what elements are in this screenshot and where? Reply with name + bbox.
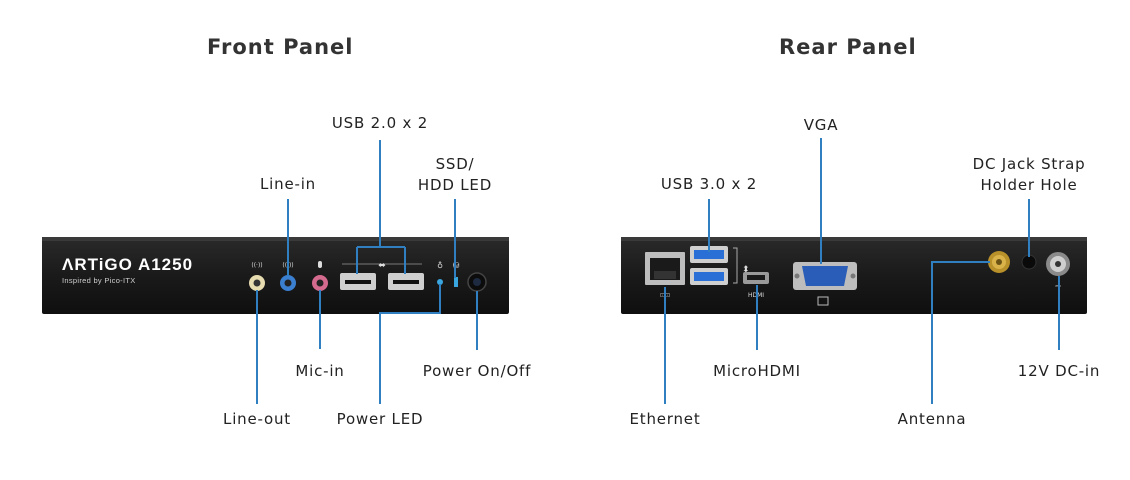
- label-dc-strap-line2: Holder Hole: [980, 176, 1078, 194]
- ssd-hdd-led: ⛁: [453, 261, 460, 287]
- svg-text:♁: ♁: [437, 261, 443, 270]
- svg-text:⛁: ⛁: [453, 261, 460, 270]
- brand-logo: ΛRTiGO A1250: [62, 255, 194, 274]
- front-panel-title: Front Panel: [207, 35, 354, 59]
- label-microhdmi: MicroHDMI: [713, 362, 801, 380]
- rear-panel-title: Rear Panel: [779, 35, 917, 59]
- antenna-connector: [988, 251, 1010, 273]
- rear-callouts: [664, 138, 1060, 404]
- label-dc-strap-line1: DC Jack Strap: [972, 155, 1086, 173]
- label-power-onoff: Power On/Off: [422, 362, 532, 380]
- label-ssd-led-line2: HDD LED: [417, 176, 493, 194]
- front-callouts: [256, 140, 478, 404]
- label-dc-in: 12V DC-in: [1017, 362, 1101, 380]
- front-chassis: [42, 237, 509, 314]
- callout-power-led: [379, 284, 441, 404]
- mic-in-jack: [312, 261, 328, 291]
- label-vga: VGA: [803, 116, 839, 134]
- usb-bracket-icon: ⬍: [733, 247, 750, 284]
- usb20-port-2: [388, 273, 424, 290]
- label-ssd-led-line1: SSD/: [435, 155, 475, 173]
- usb-icon: ⬌: [342, 261, 422, 271]
- usb30-port-1: [690, 246, 728, 263]
- dc-strap-holder-hole: [1021, 254, 1037, 270]
- line-out-jack: ((·)): [249, 262, 265, 291]
- label-usb30: USB 3.0 x 2: [660, 175, 758, 193]
- label-ethernet: Ethernet: [629, 410, 701, 428]
- label-antenna: Antenna: [897, 410, 967, 428]
- vga-port: [793, 262, 857, 306]
- power-led: ♁: [437, 261, 443, 285]
- svg-text:((·)): ((·)): [251, 262, 262, 269]
- svg-text:⬍: ⬍: [742, 265, 750, 275]
- label-mic-in: Mic-in: [295, 362, 345, 380]
- label-line-in: Line-in: [260, 175, 316, 193]
- brand-tagline: Inspired by Pico-ITX: [62, 276, 136, 285]
- callout-antenna: [931, 261, 990, 404]
- label-power-led: Power LED: [336, 410, 424, 428]
- label-line-out: Line-out: [223, 410, 291, 428]
- power-button: [467, 272, 487, 292]
- usb20-port-1: [340, 273, 376, 290]
- label-usb20: USB 2.0 x 2: [331, 114, 429, 132]
- callout-usb20: [356, 140, 406, 274]
- usb30-port-2: [690, 268, 728, 285]
- svg-text:⬌: ⬌: [378, 261, 386, 271]
